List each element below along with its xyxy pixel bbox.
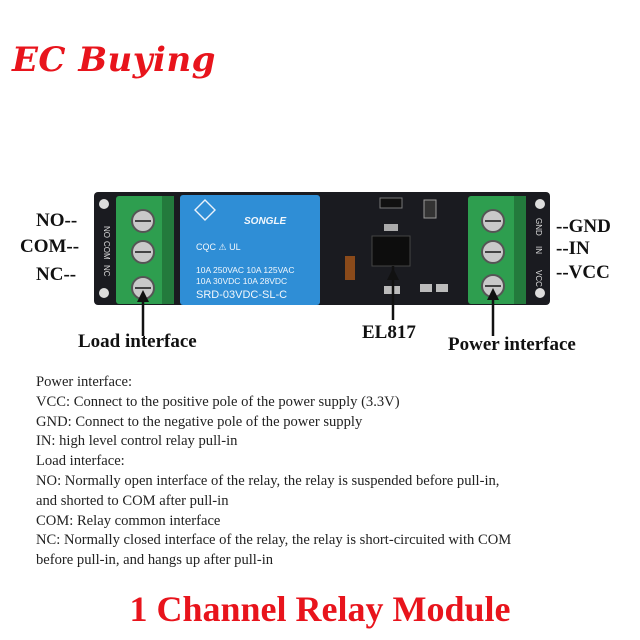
mount-hole xyxy=(99,288,109,298)
relay-rating-1: 10A 250VAC 10A 125VAC xyxy=(196,265,294,275)
smd-resistor xyxy=(420,284,432,292)
label-in: --IN xyxy=(556,238,590,259)
diode xyxy=(345,256,355,280)
desc-line: Load interface: xyxy=(36,453,125,470)
smd-led xyxy=(423,199,437,219)
desc-line: COM: Relay common interface xyxy=(36,512,221,529)
relay xyxy=(180,195,320,305)
mount-hole xyxy=(99,199,109,209)
brand-logo: EC Buying xyxy=(12,40,216,80)
desc-line: before pull-in, and hangs up after pull-… xyxy=(36,552,274,569)
relay-model: SRD-03VDC-SL-C xyxy=(196,289,287,301)
silk-com: COM xyxy=(102,241,111,260)
smd-resistor xyxy=(436,284,448,292)
silk-gnd: GND xyxy=(534,218,543,236)
label-load-interface: Load interface xyxy=(78,331,197,352)
silk-in: IN xyxy=(534,246,543,254)
relay-rating-2: 10A 30VDC 10A 28VDC xyxy=(196,276,287,286)
description-block: Power interface: VCC: Connect to the pos… xyxy=(36,373,616,571)
desc-line: GND: Connect to the negative pole of the… xyxy=(36,413,363,430)
mount-hole xyxy=(535,199,545,209)
label-com: COM-- xyxy=(20,236,80,257)
desc-line: NO: Normally open interface of the relay… xyxy=(36,472,500,489)
label-el817: EL817 xyxy=(362,322,416,343)
silk-vcc: VCC xyxy=(534,270,543,287)
product-title: 1 Channel Relay Module xyxy=(129,589,511,629)
desc-line: Power interface: xyxy=(36,374,133,390)
el817-optocoupler xyxy=(371,235,411,267)
label-power-interface: Power interface xyxy=(448,334,576,355)
relay-cert: CQC ⚠ UL xyxy=(196,242,241,252)
jumper xyxy=(379,197,403,209)
smd-resistor xyxy=(384,224,398,231)
desc-line: IN: high level control relay pull-in xyxy=(36,433,238,450)
desc-line: VCC: Connect to the positive pole of the… xyxy=(36,393,400,410)
relay-brand: SONGLE xyxy=(244,216,287,227)
label-gnd: --GND xyxy=(556,216,611,237)
label-vcc: --VCC xyxy=(556,262,610,283)
silk-nc: NC xyxy=(102,265,111,277)
silk-no: NO xyxy=(102,226,111,238)
label-nc: NC-- xyxy=(36,264,77,285)
desc-line: and shorted to COM after pull-in xyxy=(36,492,229,509)
label-no: NO-- xyxy=(36,210,78,231)
desc-line: NC: Normally closed interface of the rel… xyxy=(36,532,512,549)
mount-hole xyxy=(535,288,545,298)
